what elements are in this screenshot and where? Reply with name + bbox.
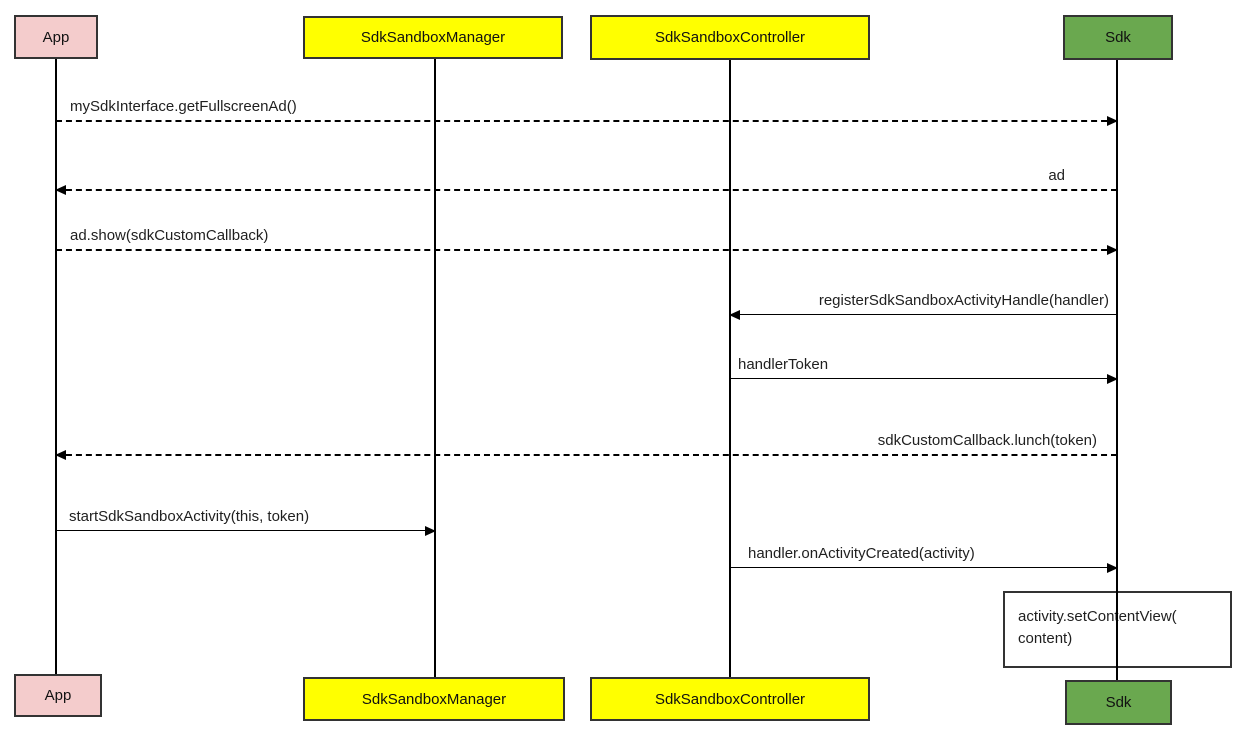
message-label: handlerToken xyxy=(738,356,829,373)
message-line xyxy=(730,567,1117,568)
message-handlertoken: handlerToken xyxy=(730,354,1118,384)
message-start-activity: startSdkSandboxActivity(this, token) xyxy=(56,506,436,536)
actor-app-top: App xyxy=(14,15,98,59)
message-label: startSdkSandboxActivity(this, token) xyxy=(69,508,310,525)
arrowhead-left-icon xyxy=(729,310,740,320)
note-line-2: content) xyxy=(1018,630,1073,647)
message-line xyxy=(730,314,1117,315)
note-setcontentview: activity.setContentView( content) xyxy=(1003,591,1232,668)
message-line xyxy=(56,249,1117,251)
message-line xyxy=(730,378,1117,379)
message-label: ad xyxy=(1048,167,1065,184)
message-label: sdkCustomCallback.lunch(token) xyxy=(877,432,1097,449)
message-label: mySdkInterface.getFullscreenAd() xyxy=(70,98,297,115)
message-line xyxy=(56,120,1117,122)
actor-sdk-top: Sdk xyxy=(1063,15,1173,60)
lifeline-sdk xyxy=(1116,60,1118,680)
actor-sdksandboxcontroller-bottom: SdkSandboxController xyxy=(590,677,870,721)
message-ad-show: ad.show(sdkCustomCallback) xyxy=(56,225,1118,255)
lifeline-manager xyxy=(434,59,436,677)
message-line xyxy=(56,530,435,531)
actor-sdksandboxmanager-top: SdkSandboxManager xyxy=(303,16,563,59)
arrowhead-right-icon xyxy=(1107,374,1118,384)
actor-sdksandboxmanager-bottom: SdkSandboxManager xyxy=(303,677,565,721)
message-onactivitycreated: handler.onActivityCreated(activity) xyxy=(730,543,1118,573)
note-line-1: activity.setContentView( xyxy=(1018,608,1177,625)
message-label: handler.onActivityCreated(activity) xyxy=(748,545,975,562)
arrowhead-right-icon xyxy=(1107,245,1118,255)
message-label: ad.show(sdkCustomCallback) xyxy=(70,227,269,244)
arrowhead-right-icon xyxy=(1107,116,1118,126)
arrowhead-left-icon xyxy=(55,450,66,460)
actor-app-bottom: App xyxy=(14,674,102,717)
message-getfullscreenad: mySdkInterface.getFullscreenAd() xyxy=(56,96,1118,126)
message-ad-return: ad xyxy=(55,165,1117,195)
message-line xyxy=(56,454,1117,456)
message-label: registerSdkSandboxActivityHandle(handler… xyxy=(818,292,1109,309)
arrowhead-right-icon xyxy=(425,526,436,536)
message-callback-lunch: sdkCustomCallback.lunch(token) xyxy=(55,430,1117,460)
lifeline-app xyxy=(55,59,57,674)
actor-sdksandboxcontroller-top: SdkSandboxController xyxy=(590,15,870,60)
message-line xyxy=(56,189,1117,191)
lifeline-controller xyxy=(729,60,731,677)
arrowhead-left-icon xyxy=(55,185,66,195)
actor-sdk-bottom: Sdk xyxy=(1065,680,1172,725)
message-register-activity-handle: registerSdkSandboxActivityHandle(handler… xyxy=(729,290,1117,320)
arrowhead-right-icon xyxy=(1107,563,1118,573)
